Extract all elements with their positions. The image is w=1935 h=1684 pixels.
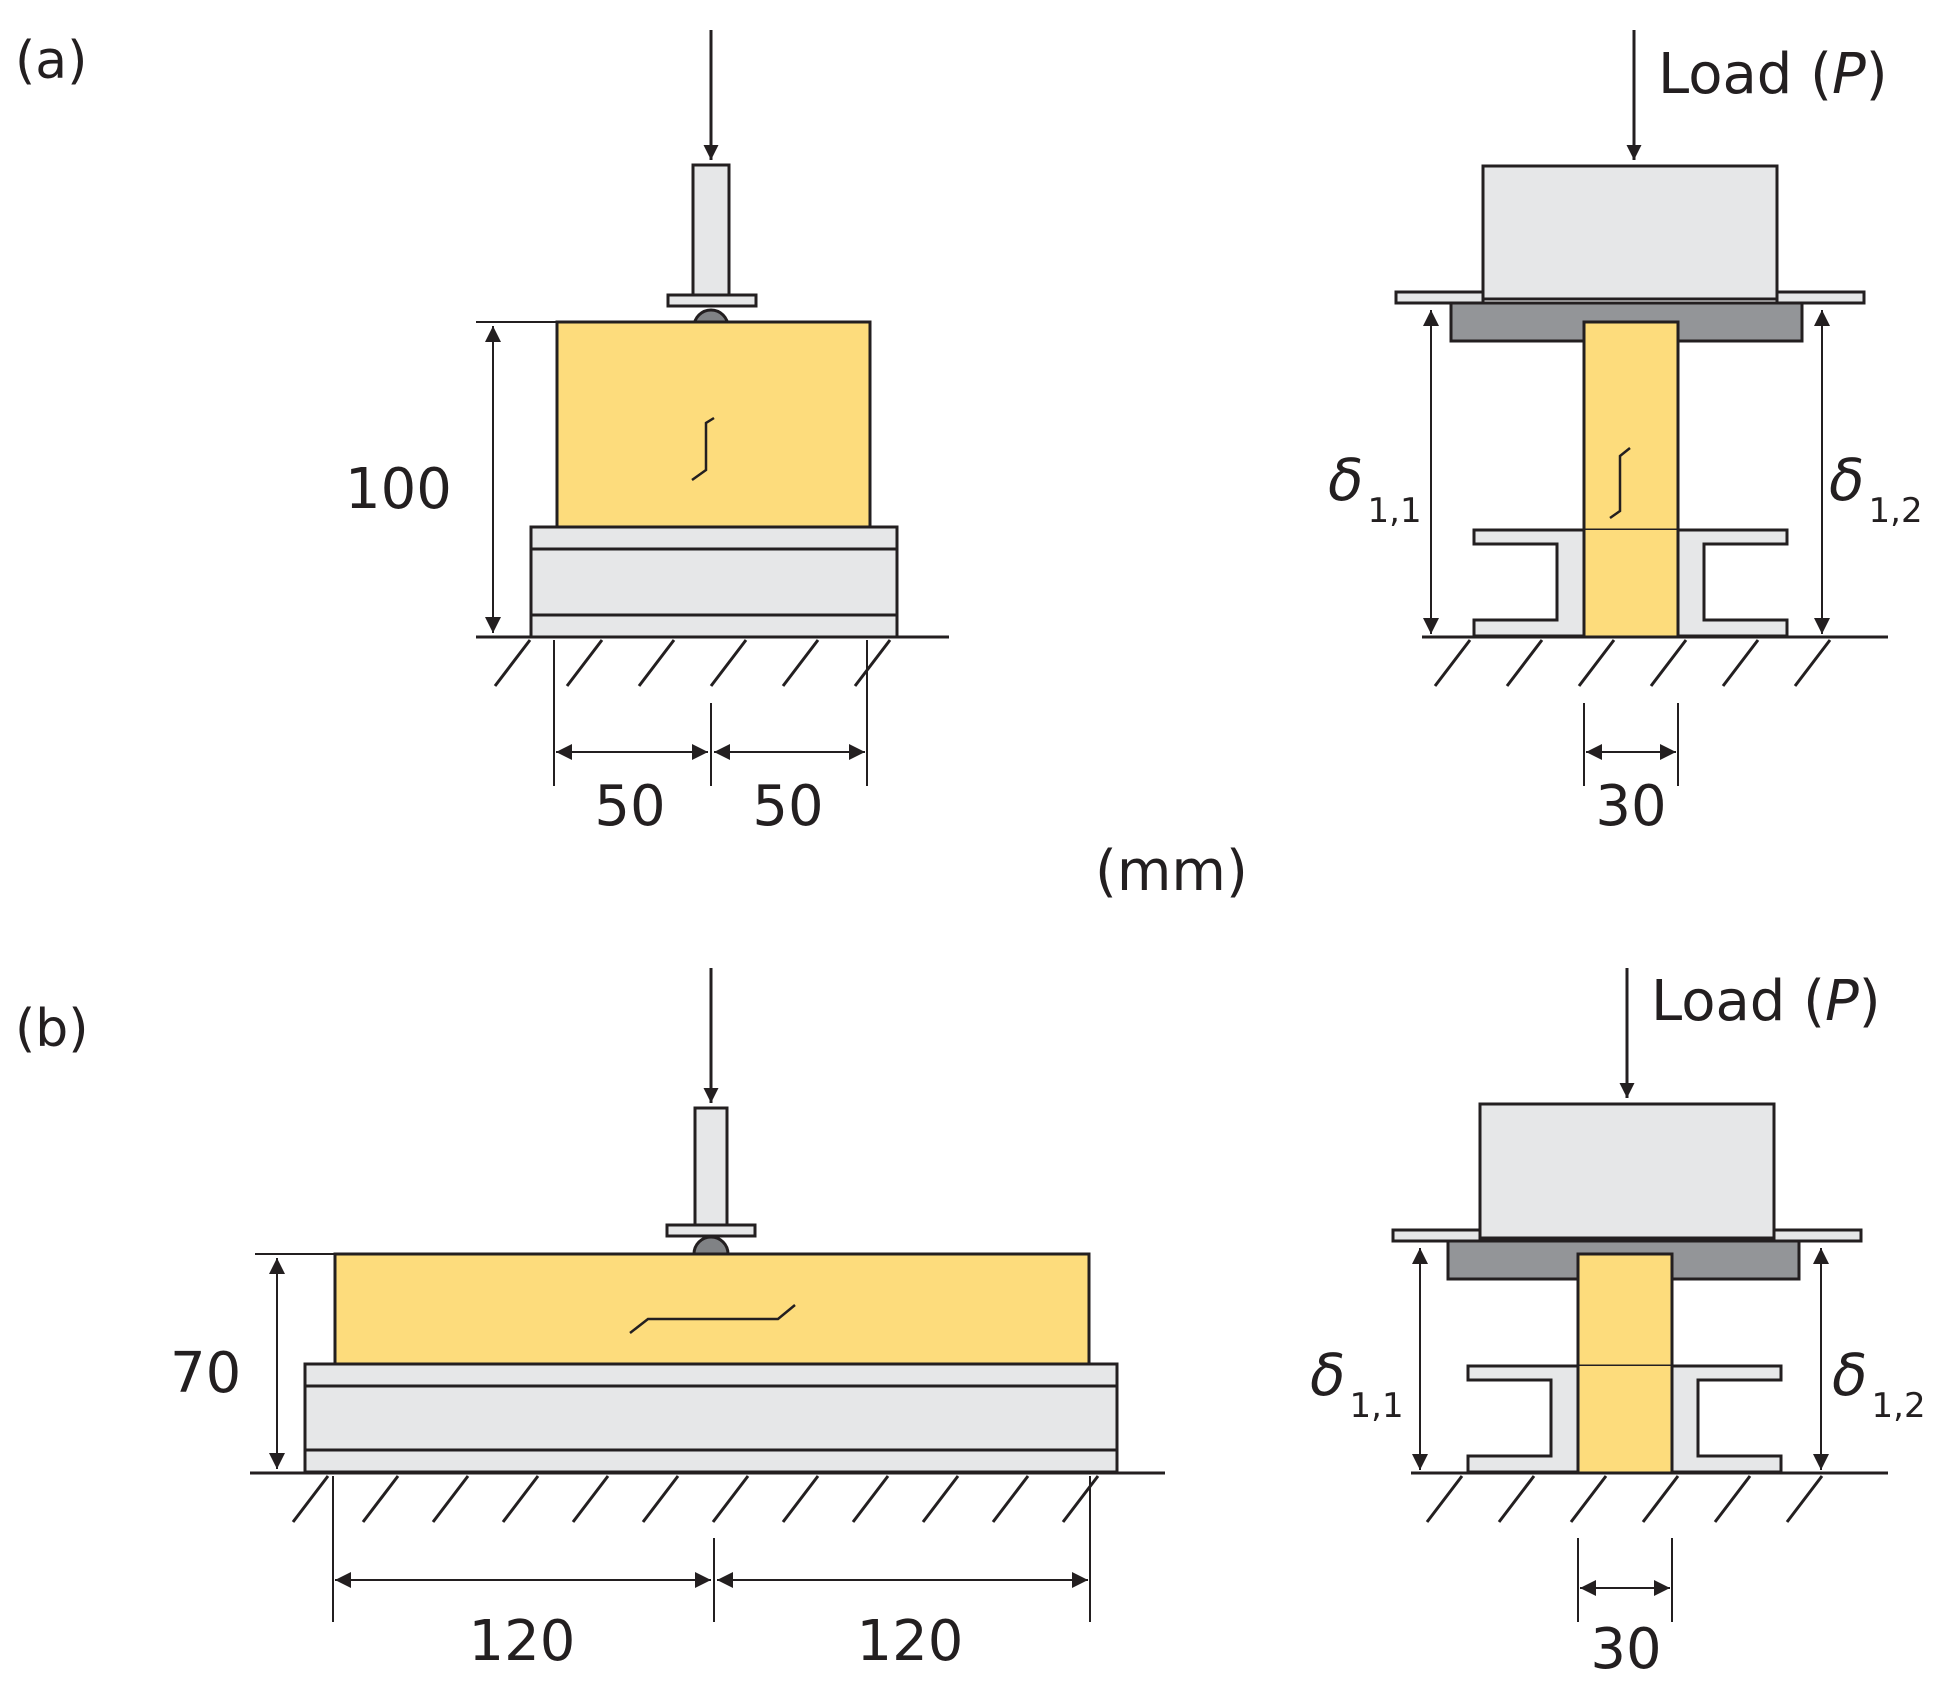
crack-symbol	[629, 1304, 796, 1334]
loading-plate	[666, 293, 758, 308]
loading-rod	[691, 163, 731, 297]
span-label-left: 50	[594, 774, 665, 839]
height-dimension-label: 100	[345, 457, 452, 522]
span-label-left: 120	[469, 1609, 576, 1674]
support-beam	[529, 547, 899, 617]
width-label: 30	[1590, 1617, 1661, 1682]
height-dimension-label: 70	[170, 1341, 241, 1406]
panel-label-b: (b)	[15, 999, 89, 1059]
ground-hatch	[1433, 639, 1832, 687]
panel-label-a: (a)	[15, 31, 87, 91]
loading-block	[1481, 164, 1779, 301]
flange-left	[1391, 1228, 1482, 1243]
units-label: (mm)	[1095, 839, 1248, 904]
ground-hatch	[493, 639, 892, 687]
span-label-right: 50	[752, 774, 823, 839]
width-label: 30	[1595, 774, 1666, 839]
support-plate-bottom	[529, 613, 899, 639]
specimen-block	[333, 1252, 1091, 1366]
load-label: Load (P)	[1658, 42, 1888, 107]
span-label-right: 120	[857, 1609, 964, 1674]
panel-a-side-view	[476, 30, 949, 786]
loading-plate	[665, 1223, 757, 1238]
crack-symbol	[1609, 447, 1631, 520]
loading-rod	[693, 1106, 729, 1227]
ground-hatch	[291, 1475, 1100, 1523]
flange-left	[1394, 290, 1485, 305]
loading-block	[1478, 1102, 1776, 1240]
crack-symbol	[691, 416, 715, 482]
panel-b-side-view	[250, 968, 1165, 1622]
support-plate-top	[303, 1362, 1119, 1388]
load-label: Load (P)	[1651, 969, 1881, 1034]
ground-hatch	[1425, 1475, 1824, 1523]
panel-a-section-view	[1394, 30, 1888, 786]
support-plate-bottom	[303, 1448, 1119, 1474]
flange-right	[1775, 290, 1866, 305]
support-plate-top	[529, 525, 899, 551]
panel-b-section-view	[1391, 968, 1888, 1622]
specimen-block	[555, 320, 872, 529]
flange-right	[1772, 1228, 1863, 1243]
support-beam	[303, 1384, 1119, 1452]
